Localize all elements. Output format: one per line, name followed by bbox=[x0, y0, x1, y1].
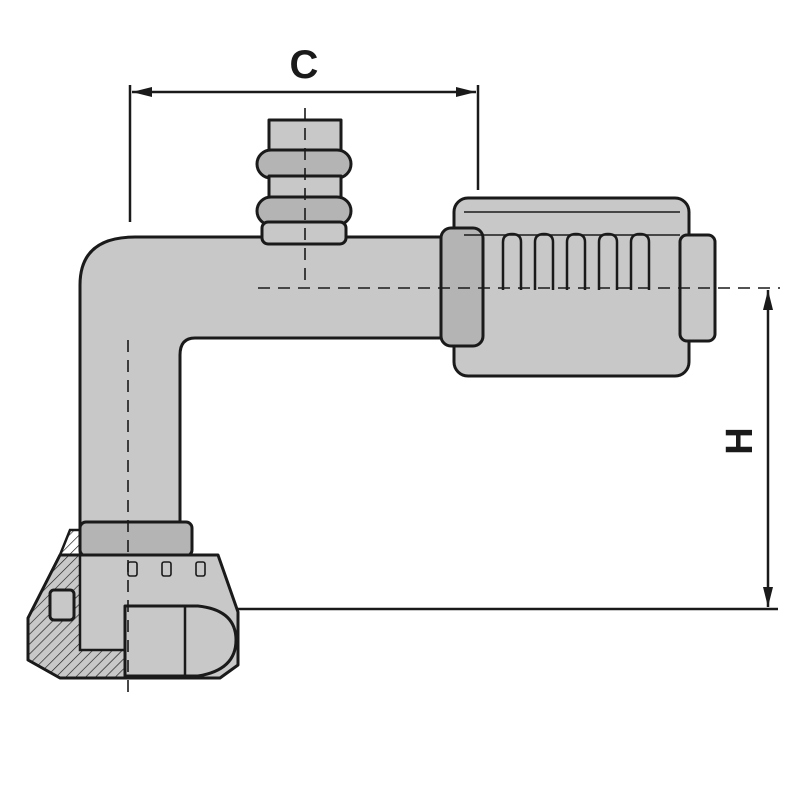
ferrule-inner-sleeve bbox=[439, 226, 485, 348]
nut-collar bbox=[78, 520, 194, 558]
h-label: H bbox=[719, 427, 761, 454]
swivel-nut bbox=[26, 520, 240, 680]
elbow-body bbox=[78, 235, 447, 532]
hose-ferrule bbox=[439, 196, 717, 378]
c-label: C bbox=[290, 43, 319, 87]
service-port-collar-upper bbox=[255, 148, 353, 180]
service-port-base bbox=[260, 220, 348, 246]
dimension-c: C bbox=[128, 43, 480, 222]
center-lines bbox=[127, 108, 780, 692]
dimension-h: H bbox=[235, 290, 778, 611]
service-port bbox=[255, 118, 353, 246]
nut-flat-right bbox=[123, 604, 238, 678]
nut-seat bbox=[48, 588, 76, 622]
ferrule-shell bbox=[452, 196, 691, 378]
crimp-ribs bbox=[501, 232, 651, 290]
nut-hatched-section bbox=[26, 528, 127, 680]
